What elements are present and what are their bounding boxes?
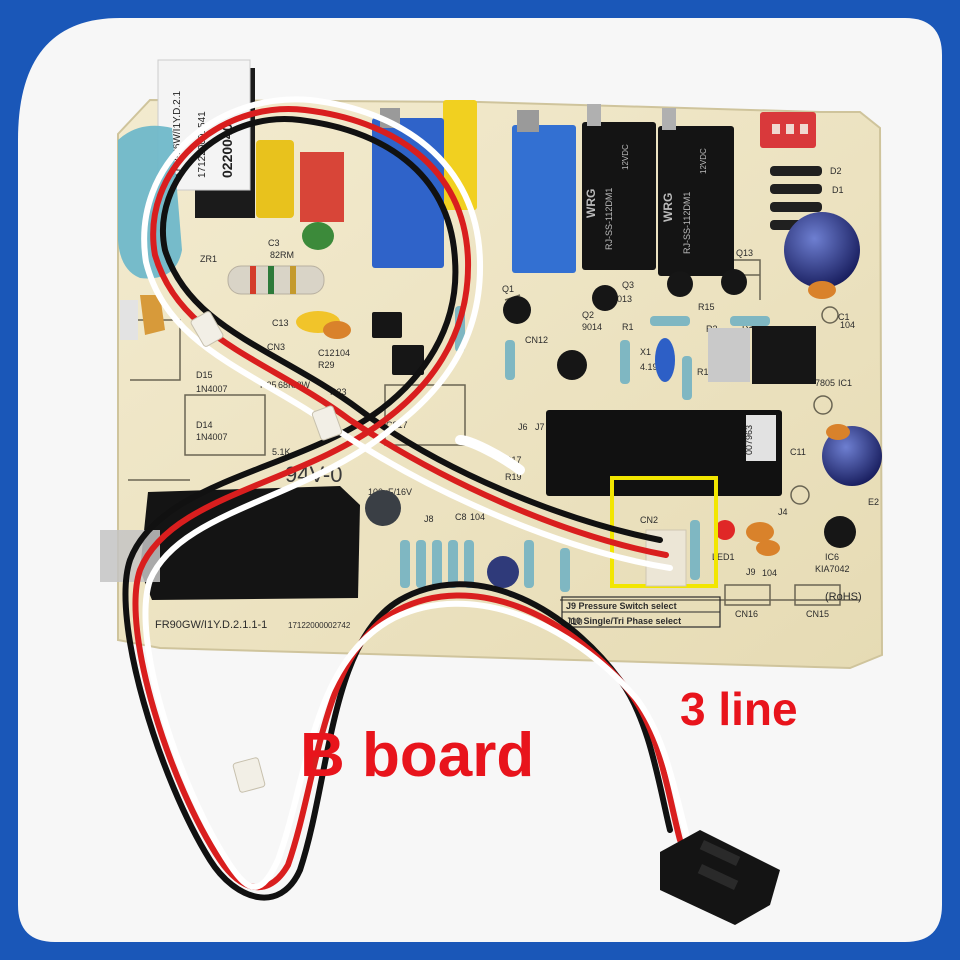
ref-d15: D15 (196, 370, 213, 380)
val-5k1: 5.1K (272, 447, 291, 457)
regulator-7805 (752, 326, 816, 384)
legend-j9: J9 Pressure Switch select (566, 601, 677, 611)
ref-j8: J8 (424, 514, 434, 524)
ref-r29: R29 (318, 360, 335, 370)
ref-zr1: ZR1 (200, 254, 217, 264)
line-count-caption: 3 line (680, 683, 798, 735)
ref-ic6: IC6 (825, 552, 839, 562)
conn-cn15: CN15 (806, 609, 829, 619)
ref-d2: D2 (830, 166, 842, 176)
relay-1-model: RJ-SS-112DM1 (604, 188, 614, 250)
val-82rm: 82RM (270, 250, 294, 260)
conn-cn3: CN3 (267, 342, 285, 352)
relay-2-coil: 12VDC (699, 148, 708, 174)
ref-r12: R12 (697, 367, 714, 377)
relay-1-brand: WRG (584, 189, 598, 218)
crystal-oscillator (655, 338, 675, 382)
ref-c8: C8 (455, 512, 467, 522)
electrolytic-cap-2 (822, 426, 882, 486)
jumper-legend: J9 Pressure Switch select J10 Single/Tri… (561, 596, 721, 628)
electrolytic-cap-1 (784, 212, 860, 288)
ref-q2: Q2 (582, 310, 594, 320)
relay-1-coil: 12VDC (621, 144, 630, 170)
board-model-code: FR90GW/I1Y.D.2.1.1-1 (155, 619, 267, 631)
ref-c11: C11 (790, 447, 806, 457)
ref-q1: Q1 (502, 284, 514, 294)
conn-cn12: CN12 (525, 335, 548, 345)
relay-1: WRG RJ-SS-112DM1 12VDC (582, 122, 656, 270)
cable-tie-2 (311, 405, 343, 441)
relay-2: WRG RJ-SS-112DM1 12VDC (658, 126, 734, 276)
end-connector (660, 830, 780, 925)
ref-q13: Q13 (736, 248, 753, 258)
relay-2-brand: WRG (661, 193, 675, 222)
val-419m: 4.19M (640, 362, 665, 372)
yellow-capacitor-2 (443, 100, 477, 210)
ref-d14: D14 (196, 420, 213, 430)
legend-j10: J10 Single/Tri Phase select (566, 616, 681, 626)
transformer-block: KFR-26W/I1Y.D.2.1 171220001541 0220040 (157, 59, 255, 218)
val-104-b: 104 (470, 512, 485, 522)
ref-c1: C1 (838, 312, 850, 322)
mcu-chip: 007963 (546, 410, 782, 496)
status-led (715, 520, 735, 540)
ref-j4: J4 (778, 507, 788, 517)
electrolytic-cap-3 (365, 490, 401, 526)
ref-led1: LED1 (712, 552, 735, 562)
ref-r15: R15 (698, 302, 715, 312)
small-parts (372, 269, 856, 548)
ref-j9: J9 (746, 567, 756, 577)
cable-tie-1 (190, 311, 224, 347)
ref-j7: J7 (535, 422, 545, 432)
ref-e2: E2 (868, 497, 879, 507)
electrolytic-cap-4 (487, 556, 519, 588)
relay-2-model: RJ-SS-112DM1 (682, 192, 692, 254)
val-1n4007-a: 1N4007 (196, 384, 228, 394)
val-1n4007-b: 1N4007 (196, 432, 228, 442)
blue-relay-1 (372, 118, 444, 268)
val-kia7042: KIA7042 (815, 564, 850, 574)
conn-cn2: CN2 (640, 515, 658, 525)
ref-r19: R19 (505, 472, 522, 482)
ref-ic1: IC1 (838, 378, 852, 388)
conn-cn16: CN16 (735, 609, 758, 619)
transformer-label: KFR-26W/I1Y.D.2.1 (172, 90, 183, 178)
ref-c12: C12 (318, 348, 335, 358)
ref-j6: J6 (518, 422, 528, 432)
ceramic-caps (296, 222, 850, 556)
board-name-caption: B board (300, 721, 535, 790)
ref-c13: C13 (272, 318, 289, 328)
ref-c3: C3 (268, 238, 280, 248)
val-104-d: 104 (840, 320, 855, 330)
val-104-a: 104 (335, 348, 350, 358)
val-104-c: 104 (762, 568, 777, 578)
transformer-serial: 171220001541 (197, 111, 208, 178)
left-terminal (140, 295, 165, 335)
val-9014: 9014 (582, 322, 602, 332)
board-serial: 17122000002742 (288, 621, 351, 630)
red-connector-left (300, 152, 344, 222)
val-7805: 7805 (815, 378, 835, 388)
ref-j10: J10 (568, 617, 583, 627)
blue-relay-2 (512, 125, 576, 273)
val-9013: 9013 (612, 294, 632, 304)
silk-text-group: D15 D14 ZR1 C3 R25 R23 R29 C13 C12 PC817… (155, 166, 879, 631)
ref-d1: D1 (832, 185, 844, 195)
mcu-marking: 007963 (744, 425, 754, 455)
ref-x1: X1 (640, 347, 651, 357)
yellow-capacitor-1 (256, 140, 294, 218)
ref-q3: Q3 (622, 280, 634, 290)
ref-r1: R1 (622, 322, 634, 332)
regulator-heat-tab (708, 328, 750, 382)
cable-tie-3 (232, 757, 266, 793)
rohs-mark: (RoHS) (825, 591, 862, 603)
